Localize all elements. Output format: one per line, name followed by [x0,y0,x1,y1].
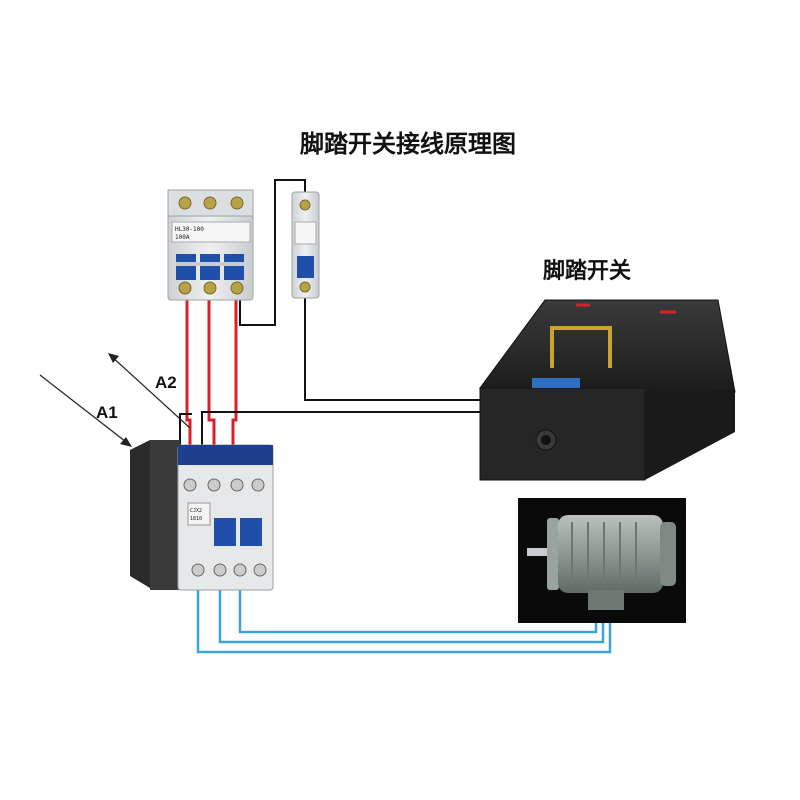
a1-arrowhead [120,437,132,447]
control-wire-coil-return [201,411,483,448]
diagram-title: 脚踏开关接线原理图 [300,130,516,158]
phase-wire-l2 [207,298,216,465]
motor-wire-v [218,585,605,644]
coil-pointers [39,354,191,446]
phase-wire-l1 [185,298,192,465]
control-wire-breaker-link [239,179,306,326]
contactor-icon: CJX2 1810 [130,440,274,591]
a2-label: A2 [155,373,177,392]
a1-label: A1 [96,403,118,422]
footswitch-label: 脚踏开关 [543,259,631,284]
three-pole-breaker-icon: HL30-100 100A [167,189,254,301]
motor-wire-u [196,585,612,654]
a2-pointer-line [109,354,191,429]
phase-wires [185,298,238,465]
motor-icon [518,498,686,623]
control-wires [179,179,483,448]
contactor-rating-text: 1810 [190,516,202,522]
a1-pointer-line [39,374,131,446]
a2-arrowhead [108,353,119,363]
breaker-model-text: HL30-100 [175,226,204,233]
contactor-model-text: CJX2 [190,508,202,514]
phase-wire-l3 [231,298,238,465]
breaker-rating-text: 100A [175,234,190,241]
single-pole-breaker-icon [291,191,320,299]
foot-switch-icon [479,299,736,481]
control-wire-to-footswitch [304,298,483,401]
control-wire-coil-a2 [179,413,192,448]
